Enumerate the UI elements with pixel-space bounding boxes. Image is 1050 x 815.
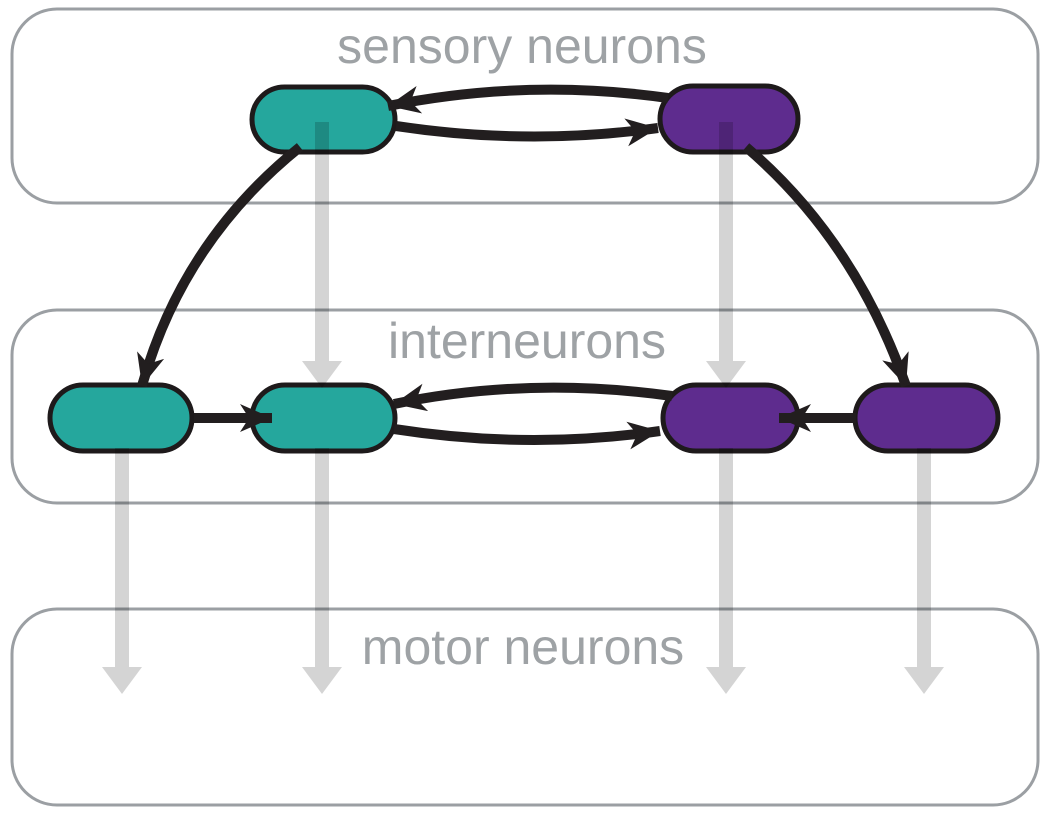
node-inter-purple-inner [660, 382, 801, 454]
edge-inter-purple-inner-to-inter-teal-inner [392, 382, 673, 412]
motor-layer-box [10, 607, 1040, 807]
motor-layer-label: motor neurons [362, 619, 684, 675]
gray-arrow-inter-teal-inner-to-motor [302, 448, 342, 694]
edge-sensory-purple-to-sensory-teal [387, 84, 669, 114]
node-inter-teal-outer [47, 382, 195, 454]
gray-arrow-inter-purple-outer-to-motor [904, 448, 944, 694]
gray-arrow-sensory-purple-to-inter [706, 122, 746, 388]
node-inter-teal-inner [249, 382, 398, 454]
sensory-layer-box [10, 7, 1040, 205]
edge-inter-teal-inner-to-inter-purple-inner [393, 421, 661, 450]
interneuron-layer-label: interneurons [388, 313, 666, 369]
gray-arrow-inter-teal-outer-to-motor [102, 448, 142, 694]
interneuron-layer-box [10, 308, 1040, 505]
node-sensory-teal [249, 84, 398, 155]
gray-arrow-sensory-teal-to-inter [302, 122, 342, 388]
node-sensory-purple [657, 83, 801, 155]
sensory-layer-label: sensory neurons [337, 18, 707, 74]
node-inter-purple-outer [852, 382, 1001, 454]
gray-arrow-inter-purple-inner-to-motor [706, 448, 746, 694]
edge-sensory-teal-to-inter-teal-outer [137, 143, 304, 388]
edge-sensory-purple-to-inter-purple-outer [742, 143, 911, 388]
edge-sensory-teal-to-sensory-purple [395, 118, 659, 147]
